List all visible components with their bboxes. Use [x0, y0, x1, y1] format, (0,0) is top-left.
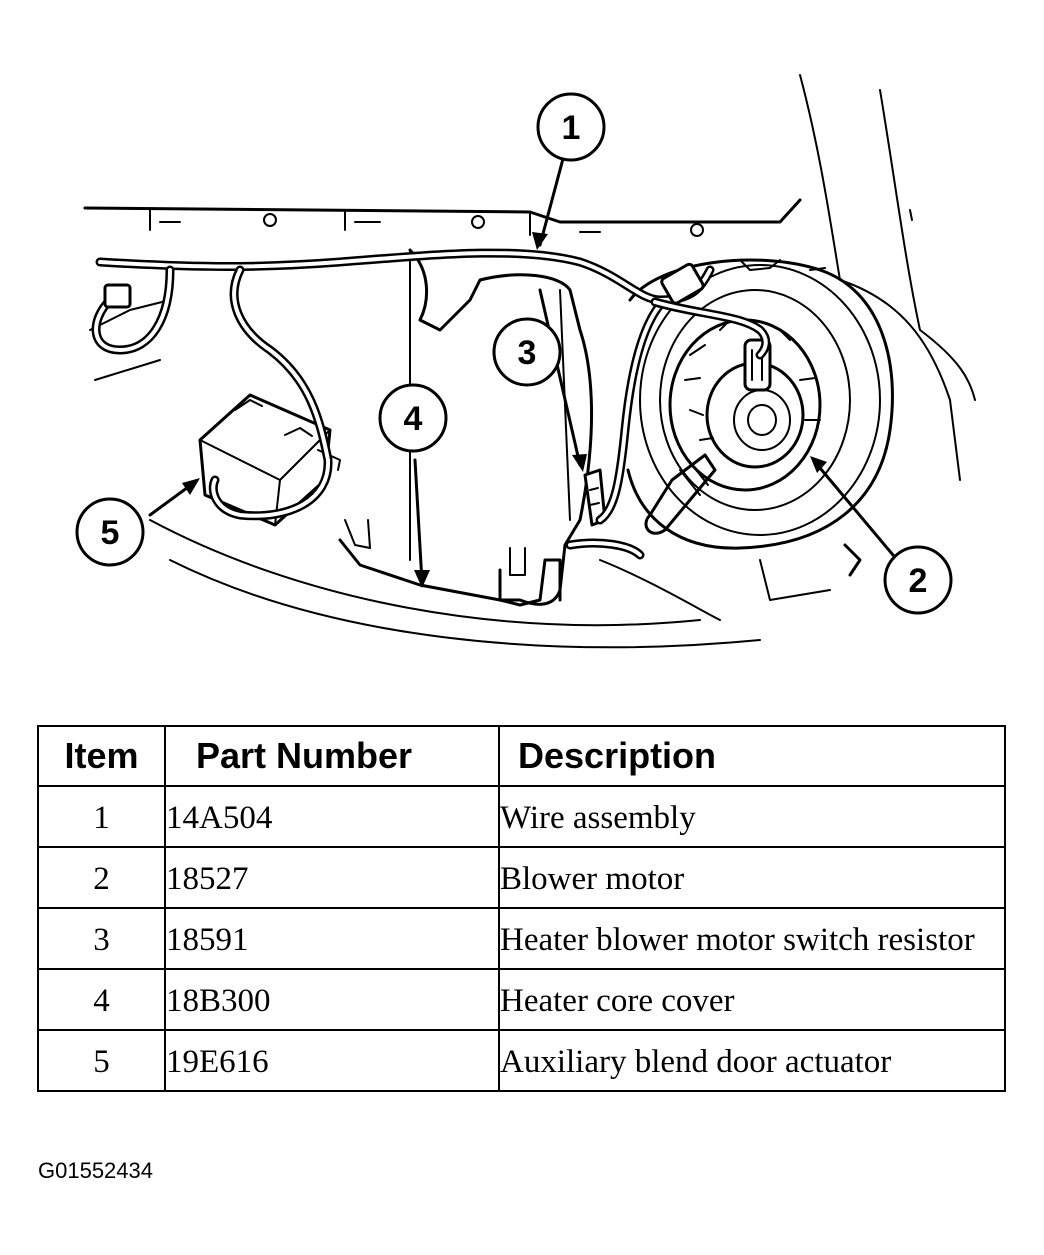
heater-core-cover — [338, 248, 594, 607]
cell-description: Wire assembly — [498, 785, 1006, 848]
table-row: 2 18527 Blower motor — [37, 846, 1006, 909]
wire-harness — [91, 248, 771, 560]
cell-item: 5 — [37, 1029, 166, 1092]
parts-table: Item Part Number Description 1 14A504 Wi… — [37, 725, 1006, 1092]
callout-3: 3 — [492, 317, 562, 387]
svg-text:1: 1 — [562, 109, 581, 147]
cell-item: 1 — [37, 785, 166, 848]
callout-4: 4 — [378, 383, 448, 453]
svg-text:2: 2 — [909, 562, 928, 600]
cell-description: Heater blower motor switch resistor — [498, 907, 1006, 970]
callout-leaders — [148, 153, 895, 588]
cell-part-number: 18591 — [164, 907, 500, 970]
figure-id: G01552434 — [38, 1158, 153, 1183]
callout-2: 2 — [883, 545, 953, 615]
cell-part-number: 18B300 — [164, 968, 500, 1031]
cell-item: 4 — [37, 968, 166, 1031]
callout-1: 1 — [536, 92, 606, 162]
callout-5: 5 — [75, 497, 145, 567]
cell-part-number: 19E616 — [164, 1029, 500, 1092]
cell-description: Heater core cover — [498, 968, 1006, 1031]
table-header-row: Item Part Number Description — [37, 725, 1006, 787]
dash-panel — [83, 74, 976, 481]
table-row: 3 18591 Heater blower motor switch resis… — [37, 907, 1006, 970]
table-row: 5 19E616 Auxiliary blend door actuator — [37, 1029, 1006, 1092]
table-row: 4 18B300 Heater core cover — [37, 968, 1006, 1031]
cell-description: Auxiliary blend door actuator — [498, 1029, 1006, 1092]
table-row: 1 14A504 Wire assembly — [37, 785, 1006, 848]
svg-text:4: 4 — [404, 400, 423, 438]
cell-part-number: 18527 — [164, 846, 500, 909]
svg-text:5: 5 — [101, 514, 120, 552]
svg-text:3: 3 — [518, 334, 537, 372]
header-item: Item — [37, 725, 166, 787]
header-description: Description — [498, 725, 1006, 787]
blend-door-actuator — [198, 393, 341, 527]
cell-part-number: 14A504 — [164, 785, 500, 848]
cell-item: 3 — [37, 907, 166, 970]
parts-illustration: 1 2 3 4 5 — [75, 74, 976, 649]
cell-item: 2 — [37, 846, 166, 909]
cell-description: Blower motor — [498, 846, 1006, 909]
floor-lines — [149, 519, 831, 649]
header-part-number: Part Number — [164, 725, 500, 787]
